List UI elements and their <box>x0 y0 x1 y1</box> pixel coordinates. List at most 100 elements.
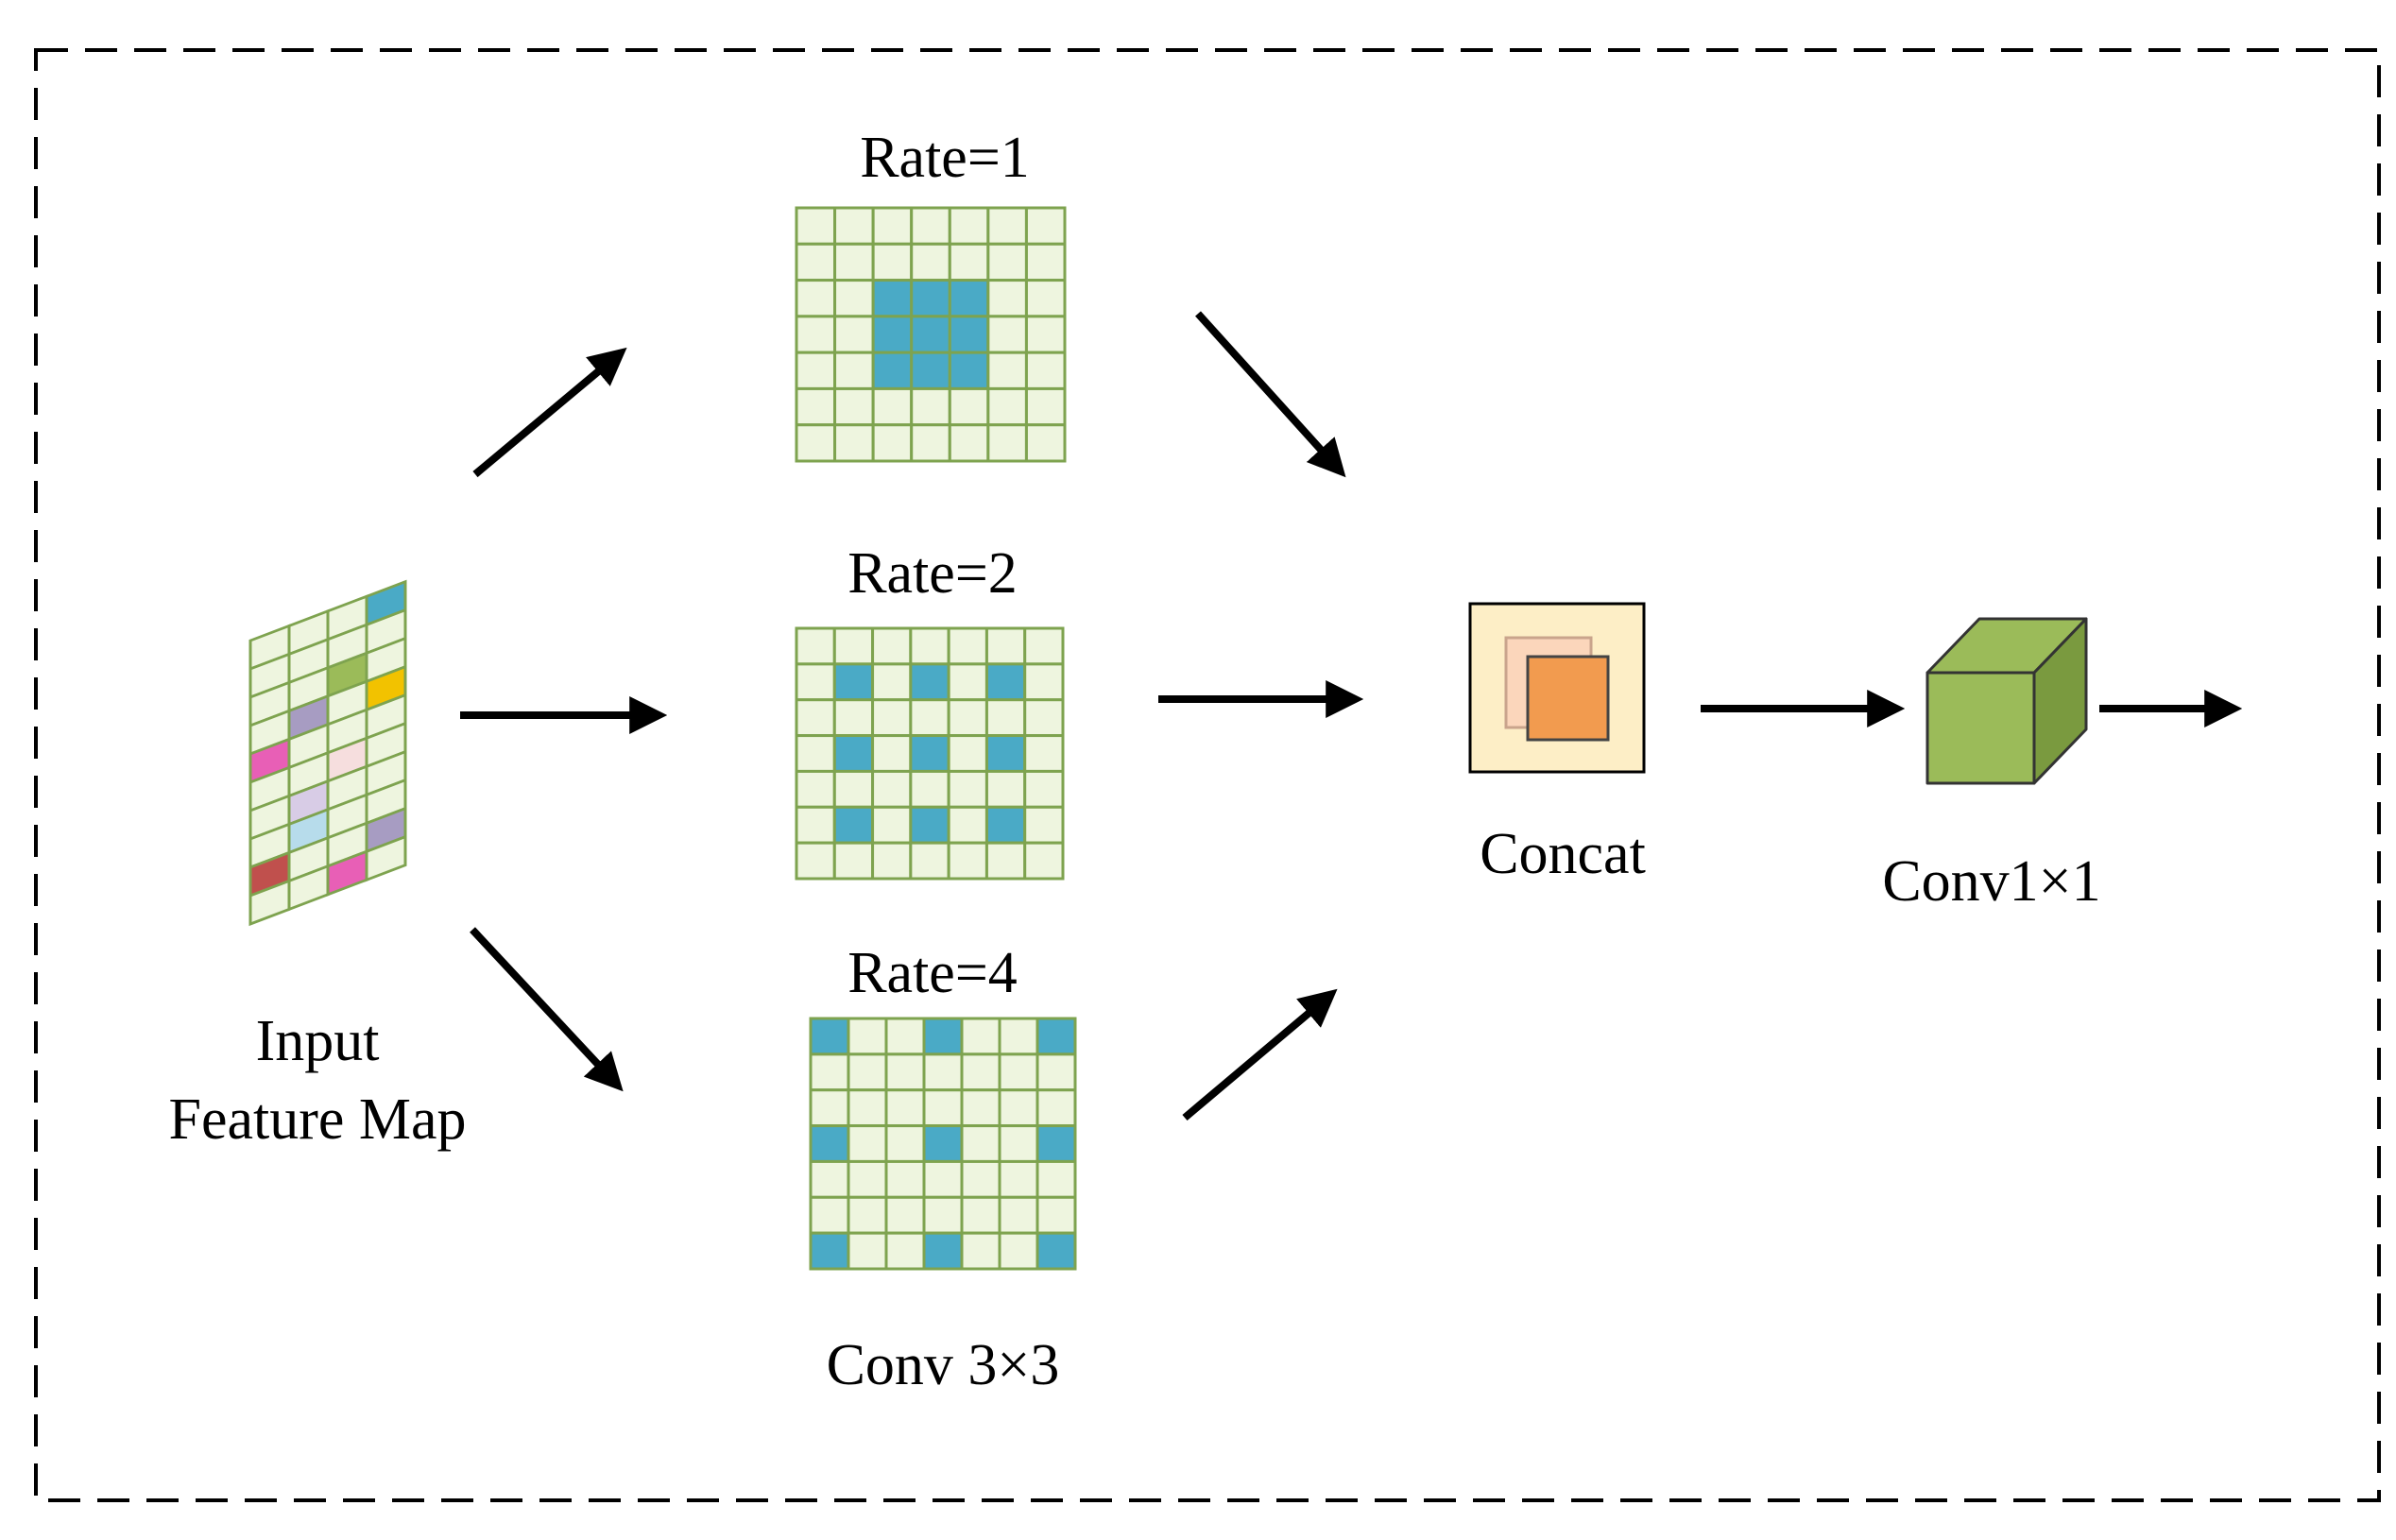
grid-cell <box>948 242 990 282</box>
grid-cell <box>1023 769 1065 809</box>
rate4-grid <box>809 1017 1077 1271</box>
grid-cell <box>795 351 837 390</box>
kernel-cell <box>1035 1124 1077 1163</box>
kernel-cell <box>984 734 1027 773</box>
grid-cell <box>871 386 914 427</box>
grid-cell <box>847 1195 888 1235</box>
grid-cell <box>922 1159 964 1199</box>
grid-cell <box>833 242 875 282</box>
grid-cell <box>871 662 913 702</box>
kernel-cell <box>948 279 990 318</box>
grid-cell <box>909 769 950 809</box>
kernel-cell <box>832 805 875 845</box>
kernel-cell <box>922 1124 964 1163</box>
concat-label: Concat <box>1480 822 1646 886</box>
grid-cell <box>947 626 988 666</box>
grid-cell <box>1023 734 1065 773</box>
grid-cell <box>947 841 988 881</box>
conv1x1-cube <box>1925 617 2088 785</box>
arrow-rate4-to-concat <box>1182 988 1338 1121</box>
grid-cell <box>847 1231 888 1271</box>
grid-cell <box>910 206 951 246</box>
kernel-cell <box>948 351 990 390</box>
grid-cell <box>922 1088 964 1128</box>
grid-cell <box>833 206 875 246</box>
input-label-line2: Feature Map <box>168 1087 466 1152</box>
grid-cell <box>948 386 990 427</box>
grid-cell <box>847 1052 888 1092</box>
grid-cell <box>960 1231 1001 1271</box>
grid-cell <box>998 1124 1039 1163</box>
kernel-cell <box>871 315 914 354</box>
grid-cell <box>910 386 951 427</box>
kernel-cell <box>910 315 951 354</box>
grid-cell <box>884 1052 926 1092</box>
cube-front-face <box>1925 671 2036 785</box>
grid-cell <box>871 423 914 463</box>
grid-cell <box>909 626 950 666</box>
grid-cell <box>833 279 875 318</box>
kernel-cell <box>871 351 914 390</box>
grid-cell <box>947 662 988 702</box>
grid-cell <box>960 1088 1001 1128</box>
input-label-line1: Input <box>256 1009 380 1073</box>
grid-cell <box>847 1017 888 1056</box>
kernel-cell <box>809 1124 850 1163</box>
arrow-rate1-to-concat <box>1195 311 1346 478</box>
grid-cell <box>1024 242 1067 282</box>
kernel-cell <box>809 1231 850 1271</box>
grid-cell <box>795 841 836 881</box>
grid-cell <box>809 1195 850 1235</box>
grid-cell <box>847 1088 888 1128</box>
grid-cell <box>871 734 913 773</box>
grid-cell <box>795 423 837 463</box>
grid-cell <box>960 1195 1001 1235</box>
grid-cell <box>847 1124 888 1163</box>
rate1-grid <box>795 206 1067 463</box>
grid-cell <box>795 206 837 246</box>
grid-cell <box>1035 1195 1077 1235</box>
kernel-cell <box>910 351 951 390</box>
grid-cell <box>795 698 836 738</box>
grid-cell <box>960 1052 1001 1092</box>
kernel-cell <box>910 279 951 318</box>
grid-cell <box>871 206 914 246</box>
grid-cell <box>871 841 913 881</box>
grid-cell <box>833 351 875 390</box>
grid-cell <box>986 242 1028 282</box>
rate4-label: Rate=4 <box>847 941 1018 1005</box>
grid-cell <box>922 1052 964 1092</box>
kernel-cell <box>909 662 950 702</box>
grid-cell <box>960 1159 1001 1199</box>
grid-cell <box>986 279 1028 318</box>
grid-cell <box>871 626 913 666</box>
grid-cell <box>809 1052 850 1092</box>
grid-cell <box>1024 386 1067 427</box>
input-feature-map <box>248 579 407 927</box>
kernel-cell <box>909 734 950 773</box>
grid-cell <box>871 805 913 845</box>
grid-cell <box>1024 423 1067 463</box>
grid-cell <box>960 1124 1001 1163</box>
grid-cell <box>847 1159 888 1199</box>
grid-cell <box>922 1195 964 1235</box>
grid-cell <box>795 279 837 318</box>
grid-cell <box>795 662 836 702</box>
grid-cell <box>960 1017 1001 1056</box>
grid-cell <box>984 698 1027 738</box>
rate2-grid <box>795 626 1065 881</box>
grid-cell <box>884 1088 926 1128</box>
grid-cell <box>832 626 875 666</box>
grid-cell <box>795 242 837 282</box>
rate1-label: Rate=1 <box>860 126 1030 190</box>
grid-cell <box>871 242 914 282</box>
grid-cell <box>795 769 836 809</box>
grid-cell <box>984 841 1027 881</box>
kernel-cell <box>1035 1017 1077 1056</box>
grid-cell <box>1023 805 1065 845</box>
grid-cell <box>947 734 988 773</box>
grid-cell <box>948 423 990 463</box>
grid-cell <box>884 1159 926 1199</box>
kernel-cell <box>832 734 875 773</box>
